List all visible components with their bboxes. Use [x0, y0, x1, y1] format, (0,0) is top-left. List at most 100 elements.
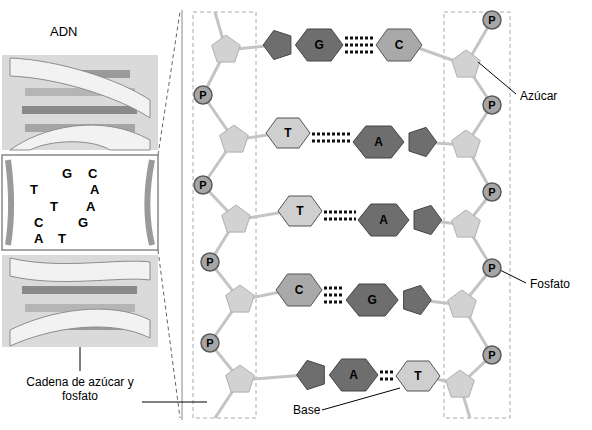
phosphate-circle: P	[482, 345, 502, 365]
bond-line	[324, 218, 356, 221]
base-letter: A	[374, 136, 383, 148]
bond-line	[345, 51, 374, 54]
helix-letter: A	[34, 231, 43, 247]
base-letter: T	[296, 205, 303, 217]
leader-line	[80, 62, 526, 410]
helix-panel	[2, 255, 158, 347]
zoom-frame	[182, 10, 183, 420]
zoom-guide	[158, 12, 180, 418]
sugar-pentagon	[226, 285, 255, 312]
node-shape	[357, 203, 445, 237]
backbone-frame	[444, 12, 510, 418]
phosphate-label: P	[488, 15, 495, 26]
purine-base: G	[262, 28, 344, 62]
phosphate-shape	[483, 346, 501, 364]
base-shape	[358, 204, 409, 236]
base-letter: A	[349, 369, 358, 381]
base-shape	[376, 29, 422, 61]
base-shape	[329, 359, 378, 391]
part-label: Cadena de azúcar y fosfato	[18, 375, 142, 404]
helix-letter: A	[86, 199, 95, 215]
phosphate-label: P	[199, 90, 206, 101]
base-shape	[353, 126, 404, 158]
part-label: Azúcar	[520, 89, 557, 103]
helix-panel	[2, 55, 158, 150]
phosphate-circle: P	[193, 175, 213, 195]
node-shape	[345, 283, 435, 317]
base-letter: G	[315, 39, 324, 51]
base-shape	[396, 361, 440, 391]
sugar-pentagon	[212, 35, 241, 62]
phosphate-shape	[201, 253, 219, 271]
purine-base: A	[352, 125, 440, 159]
phosphate-shape	[483, 11, 501, 29]
pyrimidine-base: T	[277, 195, 323, 227]
base-shape	[263, 30, 291, 59]
base-shape	[404, 285, 432, 314]
pyrimidine-base: C	[375, 28, 423, 62]
bond-line	[324, 211, 356, 214]
helix-letter: T	[30, 182, 38, 198]
base-shape	[414, 205, 442, 234]
phosphate-circle: P	[482, 182, 502, 202]
title: ADN	[50, 24, 77, 40]
node-shape	[262, 28, 344, 62]
bond-line	[312, 133, 351, 136]
helix-letter: C	[88, 166, 97, 182]
purine-base: A	[295, 358, 379, 392]
helix-letter: C	[34, 215, 43, 231]
phosphate-circle: P	[193, 85, 213, 105]
base-shape	[266, 118, 310, 148]
phosphate-shape	[483, 96, 501, 114]
helix-letter: T	[50, 199, 58, 215]
phosphate-label: P	[199, 180, 206, 191]
phosphate-circle: P	[200, 333, 220, 353]
phosphate-label: P	[206, 338, 213, 349]
base-shape	[278, 196, 322, 226]
phosphate-shape	[483, 183, 501, 201]
hydrogen-bond	[324, 212, 356, 219]
helix-letter: G	[62, 166, 72, 182]
base-letter: G	[367, 294, 376, 306]
bond-line	[324, 294, 344, 297]
bond-line	[380, 371, 394, 374]
phosphate-shape	[483, 259, 501, 277]
base-letter: T	[284, 127, 291, 139]
base-letter: A	[379, 214, 388, 226]
base-shape	[297, 360, 325, 389]
phosphate-circle: P	[482, 95, 502, 115]
sugar-pentagon	[222, 205, 251, 232]
purine-base: A	[357, 203, 445, 237]
phosphate-circle: P	[482, 258, 502, 278]
pyrimidine-base: T	[265, 117, 311, 149]
base-shape	[346, 284, 398, 316]
helix-letter: A	[90, 182, 99, 198]
hydrogen-bond	[324, 288, 344, 302]
sugar-pentagon	[448, 290, 477, 317]
pyrimidine-base: C	[275, 273, 323, 307]
purine-base: G	[345, 283, 435, 317]
phosphate-shape	[201, 334, 219, 352]
phosphate-shape	[194, 86, 212, 104]
phosphate-label: P	[206, 257, 213, 268]
phosphate-label: P	[488, 350, 495, 361]
base-letter: C	[395, 39, 404, 51]
bond-line	[312, 140, 351, 143]
base-letter: C	[295, 284, 304, 296]
helix-strand	[8, 160, 152, 245]
hydrogen-bond	[345, 38, 374, 52]
sugar-pentagon	[226, 365, 255, 392]
phosphate-shape	[194, 176, 212, 194]
sugar-pentagon	[220, 125, 249, 152]
part-label: Base	[293, 403, 320, 417]
bond-line	[345, 37, 374, 40]
sugar-pentagon	[452, 210, 481, 237]
base-shape	[409, 127, 437, 156]
base-shape	[276, 274, 322, 306]
phosphate-label: P	[488, 187, 495, 198]
helix-letter: G	[78, 215, 88, 231]
sugar-phosphate-chain	[203, 12, 492, 418]
bond-line	[345, 44, 374, 47]
hydrogen-bond	[312, 134, 351, 141]
bond-line	[324, 301, 344, 304]
